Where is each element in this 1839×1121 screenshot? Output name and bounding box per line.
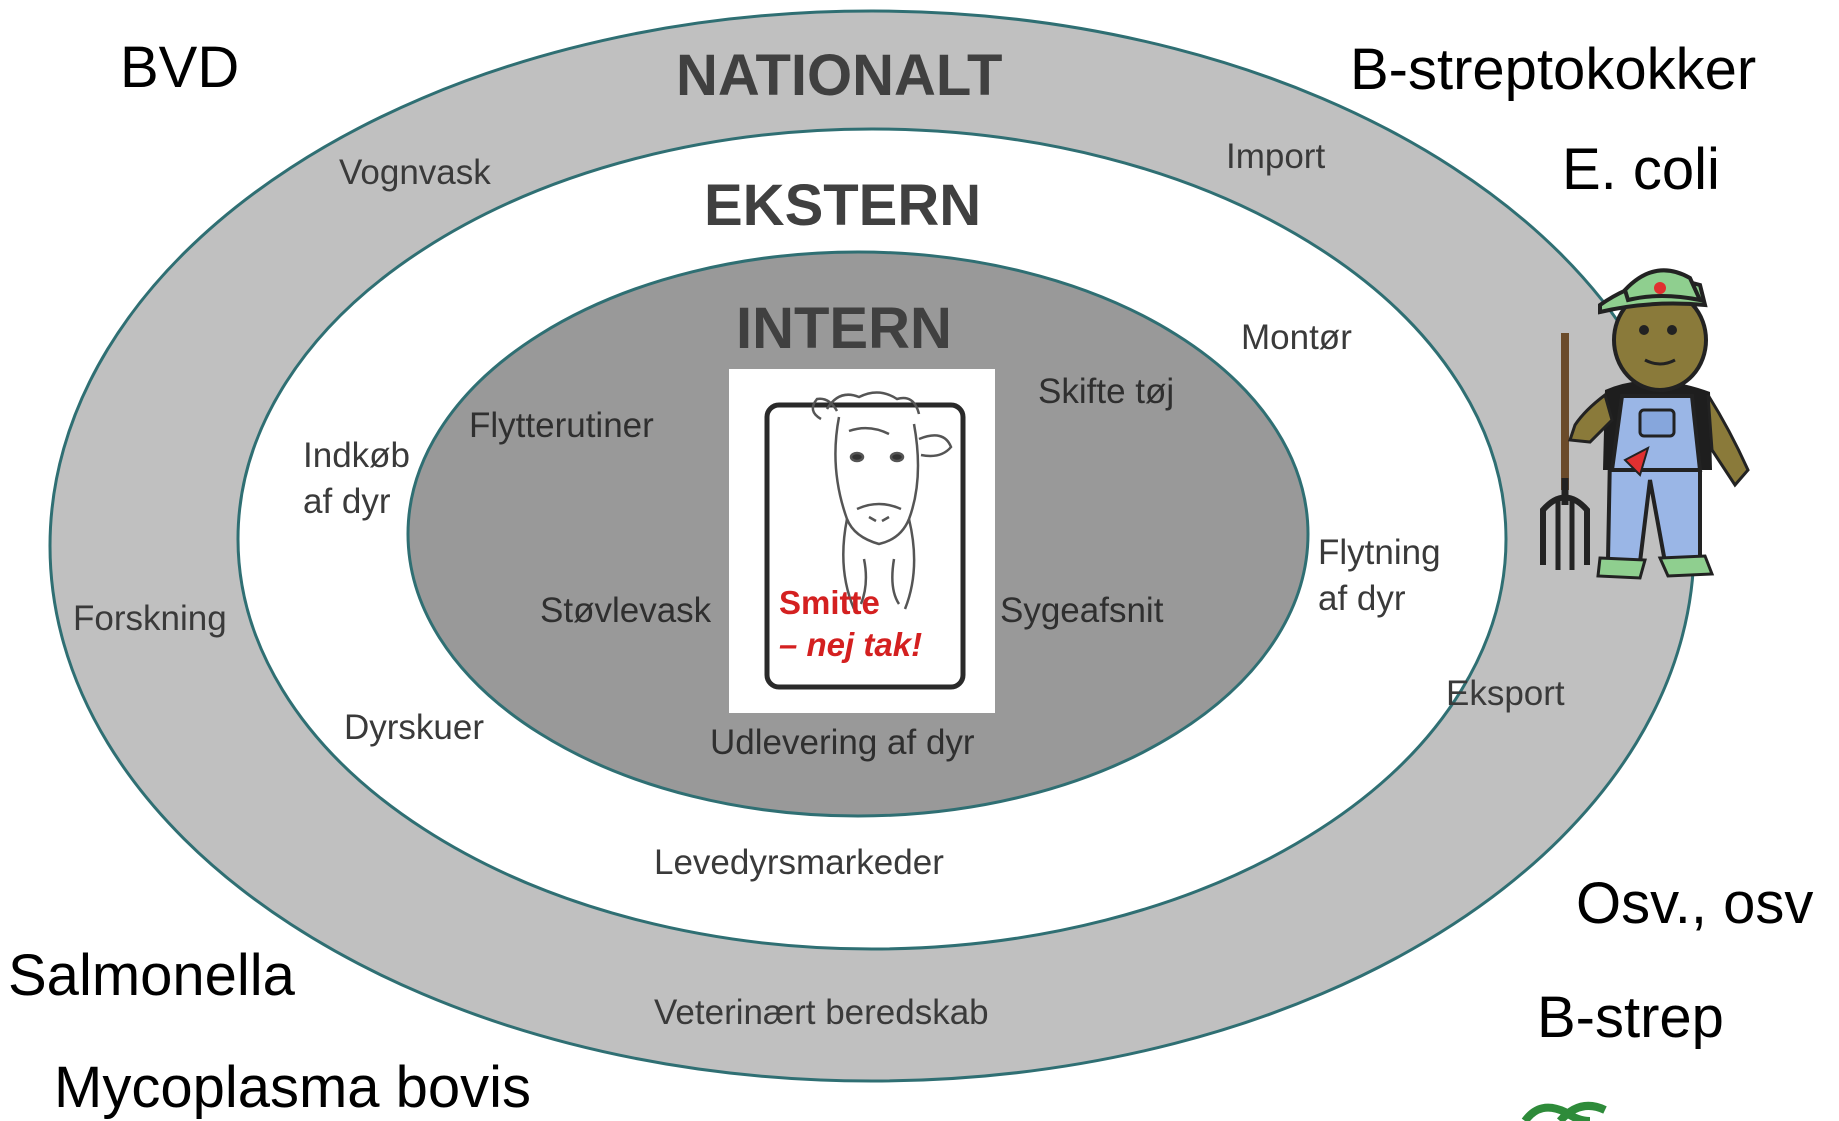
internal-title: INTERN xyxy=(736,296,952,361)
smitte-nej-tak-logo: Smitte – nej tak! xyxy=(729,369,995,713)
disease-mycoplasma-bovis: Mycoplasma bovis xyxy=(54,1055,532,1120)
label-montor: Montør xyxy=(1241,318,1352,357)
national-title: NATIONALT xyxy=(676,43,1003,108)
cow-icon xyxy=(811,391,953,610)
label-levedyrsmarkeder: Levedyrsmarkeder xyxy=(654,843,944,882)
label-forskning: Forskning xyxy=(73,599,227,638)
label-vognvask: Vognvask xyxy=(339,153,491,192)
disease-b-strep: B-strep xyxy=(1537,985,1724,1050)
disease-e-coli: E. coli xyxy=(1562,137,1720,202)
disease-osv: Osv., osv xyxy=(1576,871,1814,936)
external-title: EKSTERN xyxy=(704,173,982,238)
label-dyrskuer: Dyrskuer xyxy=(344,708,485,747)
label-flytning-af-dyr: Flytning af dyr xyxy=(1318,533,1441,618)
logo-line-1: Smitte xyxy=(779,584,880,621)
label-veterinaert-beredskab: Veterinært beredskab xyxy=(654,993,989,1032)
green-logo-fragment xyxy=(1521,1101,1607,1121)
label-stovlevask: Støvlevask xyxy=(540,591,712,630)
label-skifte-toj: Skifte tøj xyxy=(1038,372,1175,411)
label-flytterutiner: Flytterutiner xyxy=(469,406,654,445)
disease-bvd: BVD xyxy=(120,35,240,100)
label-sygeafsnit: Sygeafsnit xyxy=(1000,591,1164,630)
label-eksport: Eksport xyxy=(1446,674,1565,713)
label-indkob-af-dyr: Indkøb af dyr xyxy=(303,436,410,521)
farmer-icon xyxy=(1540,268,1750,580)
logo-line-2: – nej tak! xyxy=(779,626,922,663)
label-udlevering-af-dyr: Udlevering af dyr xyxy=(710,723,975,762)
label-import: Import xyxy=(1226,137,1326,176)
disease-b-streptokokker: B-streptokokker xyxy=(1350,37,1757,102)
disease-salmonella: Salmonella xyxy=(8,943,295,1008)
